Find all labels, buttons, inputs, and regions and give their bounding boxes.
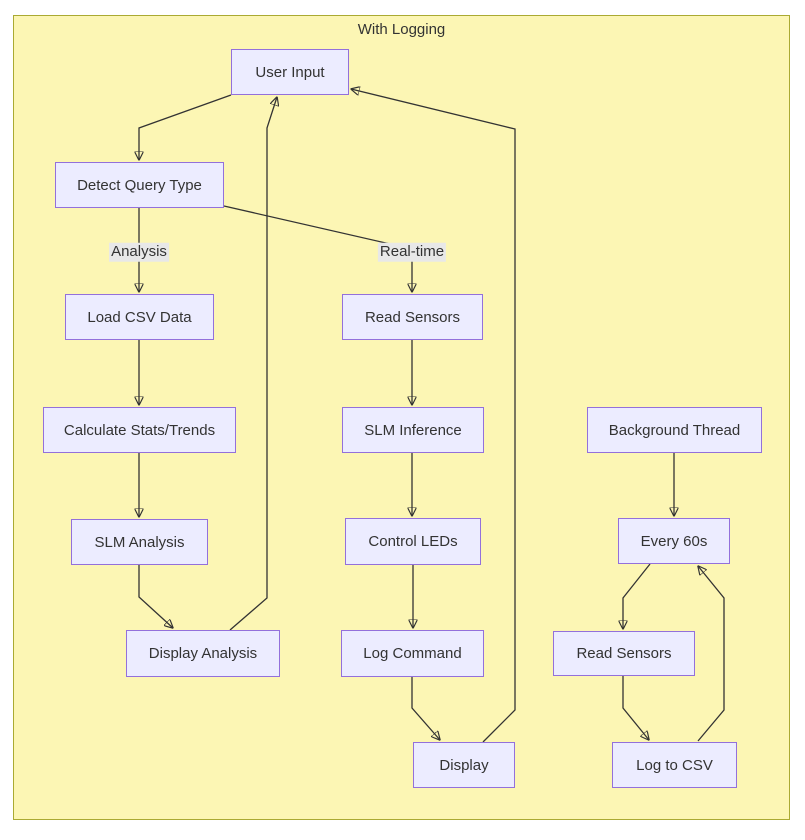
node-read-sensors-logging: Read Sensors xyxy=(553,631,695,676)
node-log-command: Log Command xyxy=(341,630,484,677)
node-log-to-csv: Log to CSV xyxy=(612,742,737,788)
node-calculate-stats-trends: Calculate Stats/Trends xyxy=(43,407,236,453)
node-slm-analysis: SLM Analysis xyxy=(71,519,208,565)
node-load-csv-data: Load CSV Data xyxy=(65,294,214,340)
node-background-thread: Background Thread xyxy=(587,407,762,453)
edge-label-realtime: Real-time xyxy=(377,242,447,262)
edge-label-analysis: Analysis xyxy=(109,242,169,262)
node-user-input: User Input xyxy=(231,49,349,95)
node-every-60s: Every 60s xyxy=(618,518,730,564)
node-detect-query-type: Detect Query Type xyxy=(55,162,224,208)
node-read-sensors-realtime: Read Sensors xyxy=(342,294,483,340)
node-slm-inference: SLM Inference xyxy=(342,407,484,453)
node-display-analysis: Display Analysis xyxy=(126,630,280,677)
subgraph-title: With Logging xyxy=(357,21,446,38)
node-display: Display xyxy=(413,742,515,788)
node-control-leds: Control LEDs xyxy=(345,518,481,565)
